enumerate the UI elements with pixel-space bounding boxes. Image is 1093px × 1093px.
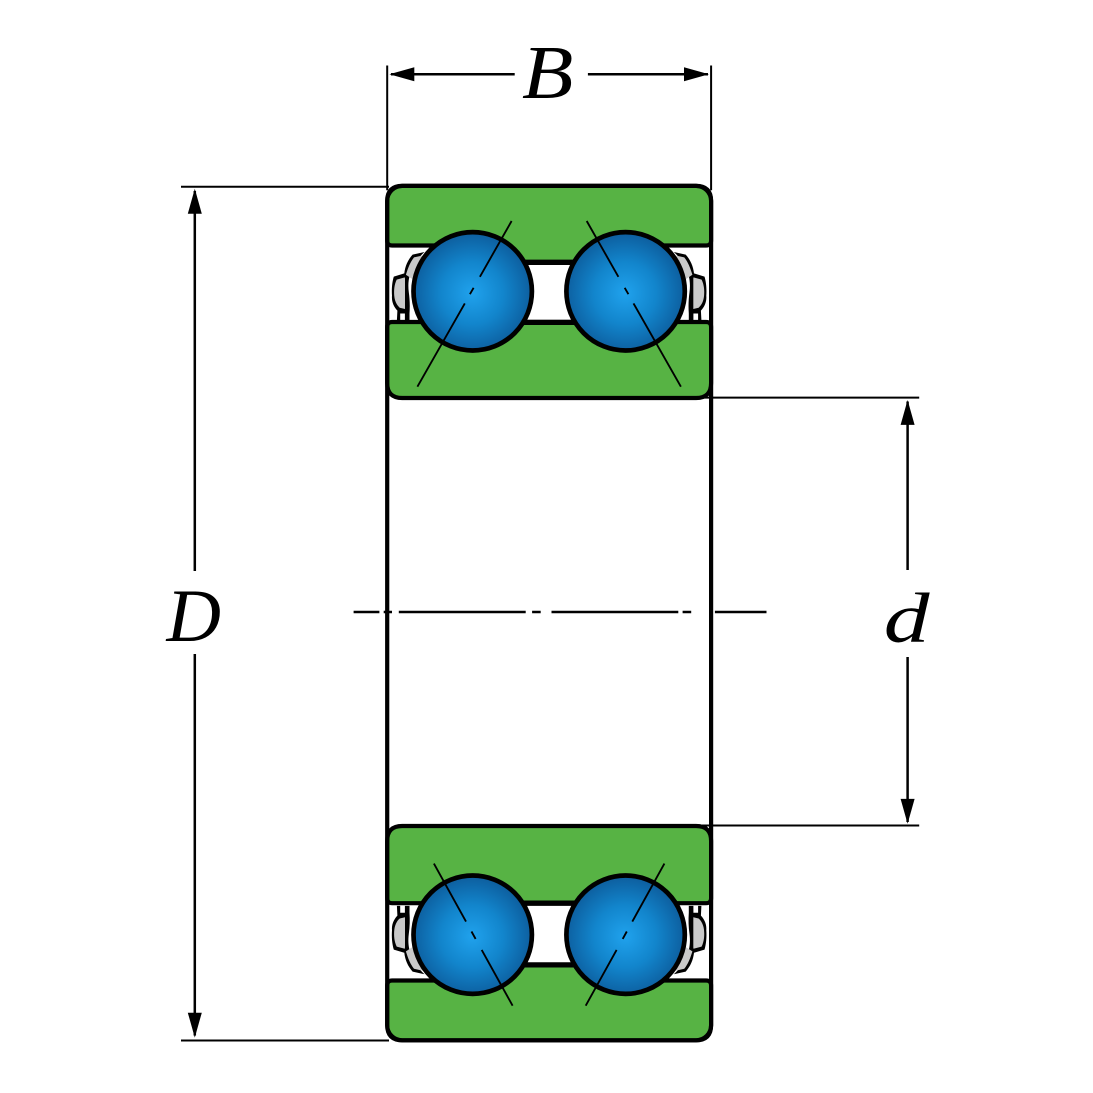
svg-text:d: d bbox=[884, 578, 931, 657]
svg-text:B: B bbox=[522, 30, 573, 115]
svg-text:D: D bbox=[165, 575, 220, 658]
